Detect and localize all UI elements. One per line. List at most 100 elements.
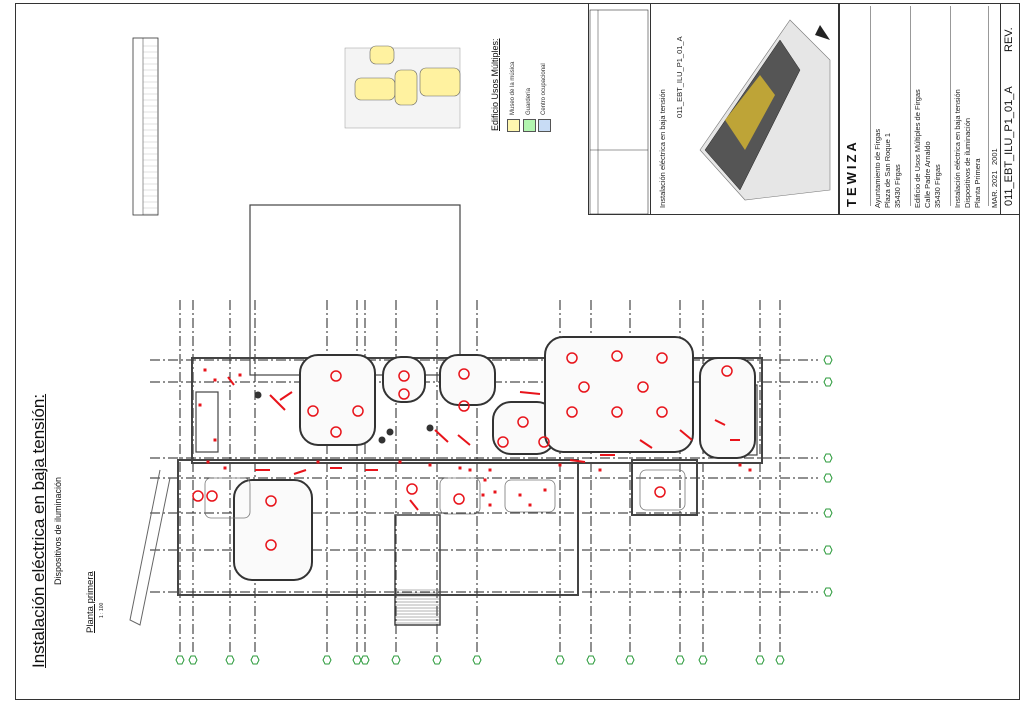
device-marker: [428, 463, 432, 467]
light-fixture-icon: [566, 406, 578, 418]
light-fixture-icon: [192, 490, 204, 502]
grid-marker-icon: [675, 655, 685, 665]
linear-fixture-icon: [457, 434, 471, 446]
divider: [910, 6, 911, 206]
key-plan-zone: [419, 67, 461, 97]
linear-fixture-icon: [519, 391, 541, 395]
device-marker: [483, 478, 487, 482]
fixture-table: [132, 37, 159, 216]
device-marker: [458, 466, 462, 470]
linear-fixture-icon: [409, 499, 419, 511]
project-number: 2001: [990, 148, 999, 165]
key-plan-zone: [369, 45, 395, 65]
plan-line: Dispositivos de iluminación: [963, 117, 972, 208]
device-marker: [488, 503, 492, 507]
linear-fixture-icon: [714, 419, 726, 426]
grid-marker-icon: [755, 655, 765, 665]
north-arrow-icon: [815, 25, 830, 40]
device-marker: [206, 460, 210, 464]
organic-room: [699, 357, 756, 459]
linear-fixture-icon: [434, 429, 449, 443]
grid-marker-icon: [472, 655, 482, 665]
light-fixture-icon: [398, 388, 410, 400]
legend-label: Centro ocupacional: [541, 63, 547, 115]
plan-line: Planta Primera: [973, 158, 982, 208]
device-marker: [488, 468, 492, 472]
light-fixture-icon: [265, 495, 277, 507]
drawing-title: Instalación eléctrica en baja tensión:: [29, 393, 48, 668]
device-marker: [223, 466, 227, 470]
equipment-icon: [378, 436, 386, 444]
organic-room: [382, 356, 426, 403]
device-marker: [238, 373, 242, 377]
drawing-subtitle: Dispositivos de iluminación: [53, 476, 63, 585]
grid-marker-icon: [586, 655, 596, 665]
light-fixture-icon: [330, 426, 342, 438]
divider: [870, 6, 871, 206]
room-wall: [631, 459, 698, 516]
device-marker: [398, 460, 402, 464]
client-line: Ayuntamiento de Firgas: [873, 128, 882, 208]
stair-block: [394, 514, 441, 626]
client-line: 35430 Firgas: [893, 164, 902, 208]
device-marker: [748, 468, 752, 472]
grid-marker-icon: [322, 655, 332, 665]
linear-fixture-icon: [639, 439, 653, 449]
device-marker: [493, 490, 497, 494]
light-fixture-icon: [307, 405, 319, 417]
device-marker: [203, 368, 207, 372]
grid-marker-icon: [188, 655, 198, 665]
equipment-icon: [254, 391, 262, 399]
ramp-outline: [129, 469, 171, 626]
grid-marker-icon: [352, 655, 362, 665]
device-marker: [543, 488, 547, 492]
light-fixture-icon: [637, 381, 649, 393]
light-fixture-icon: [656, 352, 668, 364]
linear-fixture-icon: [293, 469, 307, 475]
grid-marker-icon: [391, 655, 401, 665]
linear-fixture-icon: [279, 391, 293, 401]
grid-marker-icon: [225, 655, 235, 665]
client-line: Plaza de San Roque 1: [883, 132, 892, 208]
sheet-code: 011_EBT_ILU_P1_01_A: [1003, 86, 1015, 206]
light-fixture-icon: [721, 365, 733, 377]
legend-label: Guardería: [526, 87, 532, 115]
divider: [838, 3, 840, 215]
grid-marker-icon: [823, 473, 833, 483]
legend-swatch-green: [523, 119, 536, 132]
light-fixture-icon: [352, 405, 364, 417]
linear-fixture-icon: [569, 459, 586, 463]
light-fixture-icon: [517, 416, 529, 428]
room-interior: [504, 479, 556, 513]
grid-marker-icon: [175, 655, 185, 665]
organic-room: [299, 354, 376, 446]
light-fixture-icon: [458, 400, 470, 412]
sheet-border: [15, 3, 1020, 700]
courtyard-outline: [249, 204, 461, 376]
key-plan-zone: [354, 77, 396, 101]
light-fixture-icon: [330, 370, 342, 382]
device-marker: [738, 463, 742, 467]
light-fixture-icon: [453, 493, 465, 505]
light-fixture-icon: [566, 352, 578, 364]
legend-swatch-yellow: [507, 119, 520, 132]
equipment-icon: [426, 424, 434, 432]
device-marker: [528, 503, 532, 507]
grid-marker-icon: [555, 655, 565, 665]
project-line: Calle Padre Arnaldo: [923, 141, 932, 208]
panel-plan-name: Instalación eléctrica en baja tensión: [658, 89, 667, 208]
view-scale: 1 : 100: [99, 602, 105, 618]
light-fixture-icon: [538, 436, 550, 448]
divider: [1000, 3, 1001, 215]
grid-marker-icon: [432, 655, 442, 665]
revision: REV.: [1003, 27, 1015, 52]
linear-fixture-icon: [679, 429, 693, 441]
view-name: Planta primera: [85, 571, 96, 633]
organic-room: [544, 336, 694, 453]
grid-marker-icon: [823, 587, 833, 597]
light-fixture-icon: [611, 350, 623, 362]
device-marker: [518, 493, 522, 497]
building-3d-zone: [725, 75, 775, 150]
legend-title: Edificio Usos Múltiples:: [490, 38, 500, 131]
